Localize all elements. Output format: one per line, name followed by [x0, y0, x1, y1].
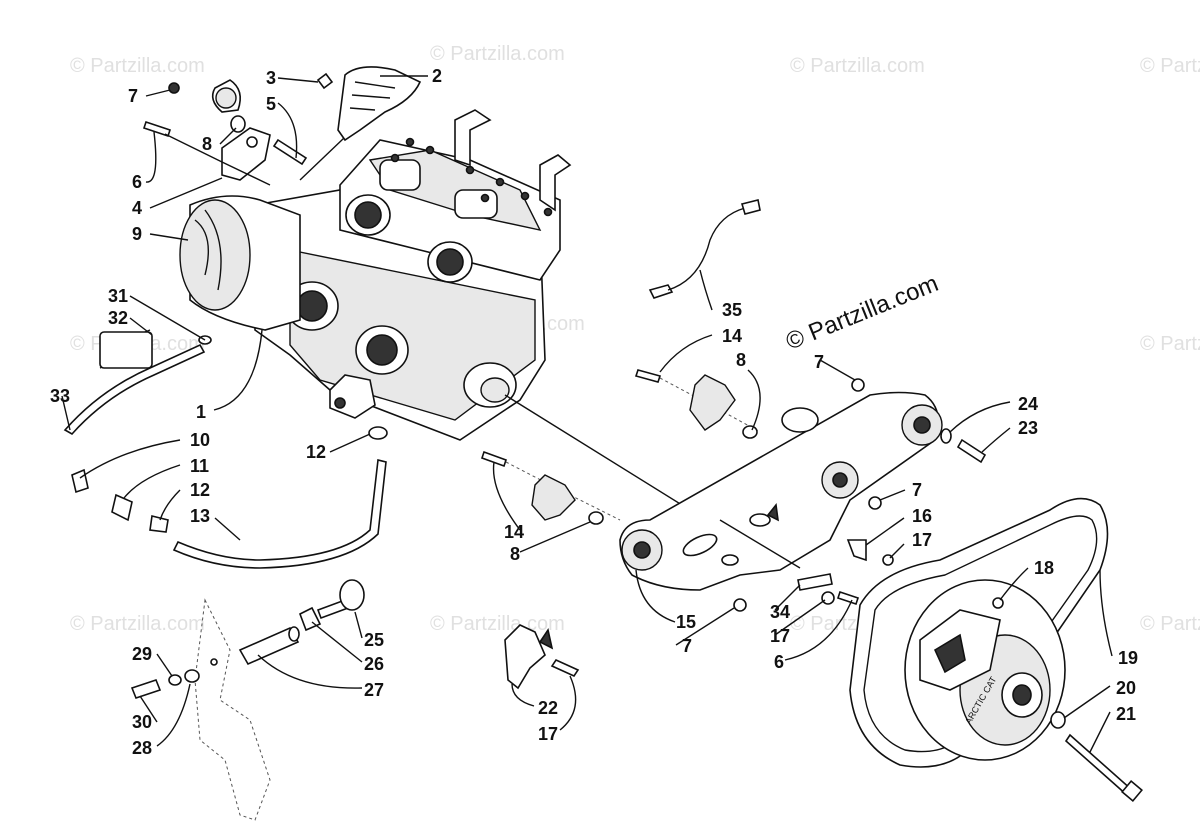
- callout-18: 18: [1034, 558, 1054, 578]
- watermark: © Partzilla.com: [430, 43, 565, 65]
- drive-shaft: [504, 394, 691, 511]
- isolator-lower: [480, 450, 621, 525]
- starter-handle: [299, 66, 422, 181]
- callout-7: 7: [814, 352, 824, 372]
- callout-31: 31: [108, 286, 128, 306]
- callout-17: 17: [538, 724, 558, 744]
- callout-14: 14: [722, 326, 742, 346]
- callout-7: 7: [682, 636, 692, 656]
- callout-28: 28: [132, 738, 152, 758]
- watermark: © Partzilla.com: [1140, 333, 1200, 355]
- callout-35: 35: [722, 300, 742, 320]
- callout-33: 33: [50, 386, 70, 406]
- callout-8: 8: [202, 134, 212, 154]
- callout-20: 20: [1116, 678, 1136, 698]
- callout-32: 32: [108, 308, 128, 328]
- callout-10: 10: [190, 430, 210, 450]
- fasteners-right: [719, 378, 987, 612]
- lower-left-bracket: [130, 579, 365, 821]
- callout-8: 8: [510, 544, 520, 564]
- isolator-upper: [634, 369, 761, 439]
- callout-2: 2: [432, 66, 442, 86]
- callout-15: 15: [676, 612, 696, 632]
- callout-12: 12: [306, 442, 326, 462]
- callout-21: 21: [1116, 704, 1136, 724]
- callout-34: 34: [770, 602, 790, 622]
- callout-13: 13: [190, 506, 210, 526]
- callout-16: 16: [912, 506, 932, 526]
- callout-25: 25: [364, 630, 384, 650]
- callout-7: 7: [912, 480, 922, 500]
- callout-26: 26: [364, 654, 384, 674]
- callout-24: 24: [1018, 394, 1038, 414]
- callout-17: 17: [770, 626, 790, 646]
- callout-23: 23: [1018, 418, 1038, 438]
- callout-29: 29: [132, 644, 152, 664]
- callout-12: 12: [190, 480, 210, 500]
- engine-assembly: [179, 109, 572, 441]
- watermark: © Partzilla.com: [70, 55, 205, 77]
- fuel-line-assembly: [63, 329, 212, 436]
- leader-lines: [61, 75, 1113, 753]
- callout-7: 7: [128, 86, 138, 106]
- watermark: © Partzilla.com: [1140, 613, 1200, 635]
- callout-8: 8: [736, 350, 746, 370]
- clutch-bolt: [1050, 711, 1143, 802]
- watermark: © Partzilla.com: [430, 613, 565, 635]
- callout-17: 17: [912, 530, 932, 550]
- drive-clutch: ARCTIC CAT: [904, 579, 1066, 761]
- callout-6: 6: [132, 172, 142, 192]
- drain-hose-assembly: [71, 426, 388, 569]
- callout-3: 3: [266, 68, 276, 88]
- callout-6: 6: [774, 652, 784, 672]
- engine-mount-front: [142, 79, 308, 186]
- callout-4: 4: [132, 198, 142, 218]
- callout-27: 27: [364, 680, 384, 700]
- callout-19: 19: [1118, 648, 1138, 668]
- engine-mount-plate: [619, 391, 943, 591]
- watermark: © Partzilla.com: [1140, 55, 1200, 77]
- callout-9: 9: [132, 224, 142, 244]
- callout-14: 14: [504, 522, 524, 542]
- callout-1: 1: [196, 402, 206, 422]
- callout-30: 30: [132, 712, 152, 732]
- callout-5: 5: [266, 94, 276, 114]
- callout-labels: 2 3 5 7 8 6 4 9 31 32 33 1 10 11 12 12 1…: [50, 66, 1138, 758]
- ground-strap: [648, 199, 761, 299]
- brand-watermark: © Partzilla.com: [782, 270, 942, 356]
- callout-11: 11: [190, 456, 209, 476]
- watermark: © Partzilla.com: [790, 55, 925, 77]
- watermark: © Partzilla.com: [70, 613, 205, 635]
- small-bracket: [504, 624, 580, 690]
- callout-22: 22: [538, 698, 558, 718]
